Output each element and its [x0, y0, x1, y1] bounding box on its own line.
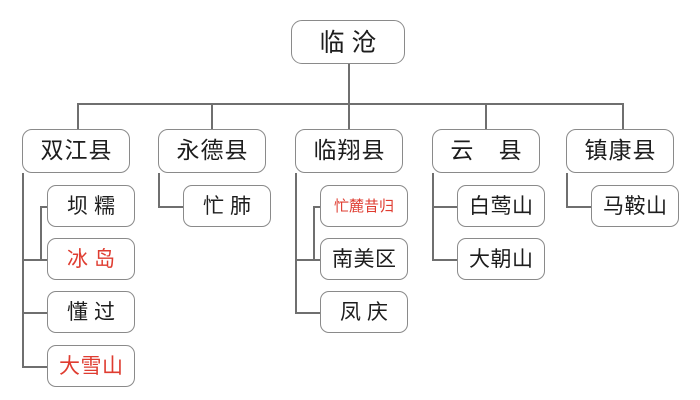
connector-zhenkang-spine: [566, 173, 568, 206]
connector-linxiang-inner-spine: [313, 206, 315, 260]
connector-shuangjiang-inner-spine: [40, 206, 42, 260]
branch-node-shuangjiang[interactable]: 双江县: [22, 129, 130, 173]
leaf-node-manglu-xigui[interactable]: 忙麓昔归: [320, 185, 408, 227]
leaf-node-fengqing[interactable]: 凤庆: [320, 291, 408, 333]
branch-node-yongde[interactable]: 永德县: [158, 129, 266, 173]
branch-node-zhenkang[interactable]: 镇康县: [566, 129, 674, 173]
connector-linxiang-stub-3: [295, 312, 330, 314]
leaf-node-baiyingshan[interactable]: 白莺山: [457, 185, 545, 227]
connector-shuangjiang-stub-4: [22, 366, 57, 368]
leaf-node-dongguo[interactable]: 懂过: [47, 291, 135, 333]
connector-linxiang-inner-tie: [295, 259, 313, 261]
connector-bus-to-yunxian: [485, 103, 487, 129]
connector-bus-to-linxiang: [348, 103, 350, 129]
connector-zhenkang-stub-1: [566, 206, 598, 208]
leaf-node-maanshan[interactable]: 马鞍山: [591, 185, 679, 227]
branch-node-linxiang[interactable]: 临翔县: [295, 129, 403, 173]
leaf-node-bannuo[interactable]: 坝糯: [47, 185, 135, 227]
leaf-node-daxueshan[interactable]: 大雪山: [47, 345, 135, 387]
connector-bus-to-yongde: [211, 103, 213, 129]
connector-yunxian-stub-2: [432, 259, 467, 261]
connector-linxiang-outer-spine: [295, 173, 297, 313]
connector-yunxian-outer-spine: [432, 173, 434, 260]
leaf-node-nanmeiqu[interactable]: 南美区: [320, 238, 408, 280]
leaf-node-bingdao[interactable]: 冰岛: [47, 238, 135, 280]
leaf-node-dachaoshan[interactable]: 大朝山: [457, 238, 545, 280]
connector-shuangjiang-inner-tie: [22, 259, 40, 261]
branch-node-yunxian[interactable]: 云 县: [432, 129, 540, 173]
root-node-lincang[interactable]: 临沧: [291, 20, 405, 64]
connector-yunxian-inner-tie: [432, 206, 450, 208]
connector-shuangjiang-stub-3: [22, 312, 57, 314]
connector-yongde-stub-1: [158, 206, 190, 208]
connector-yongde-spine: [158, 173, 160, 206]
connector-bus-to-zhenkang: [622, 103, 624, 129]
connector-root-drop: [348, 64, 350, 103]
connector-shuangjiang-outer-spine: [22, 173, 24, 367]
connector-bus-to-shuangjiang: [77, 103, 79, 129]
leaf-node-mangfei[interactable]: 忙肺: [183, 185, 271, 227]
